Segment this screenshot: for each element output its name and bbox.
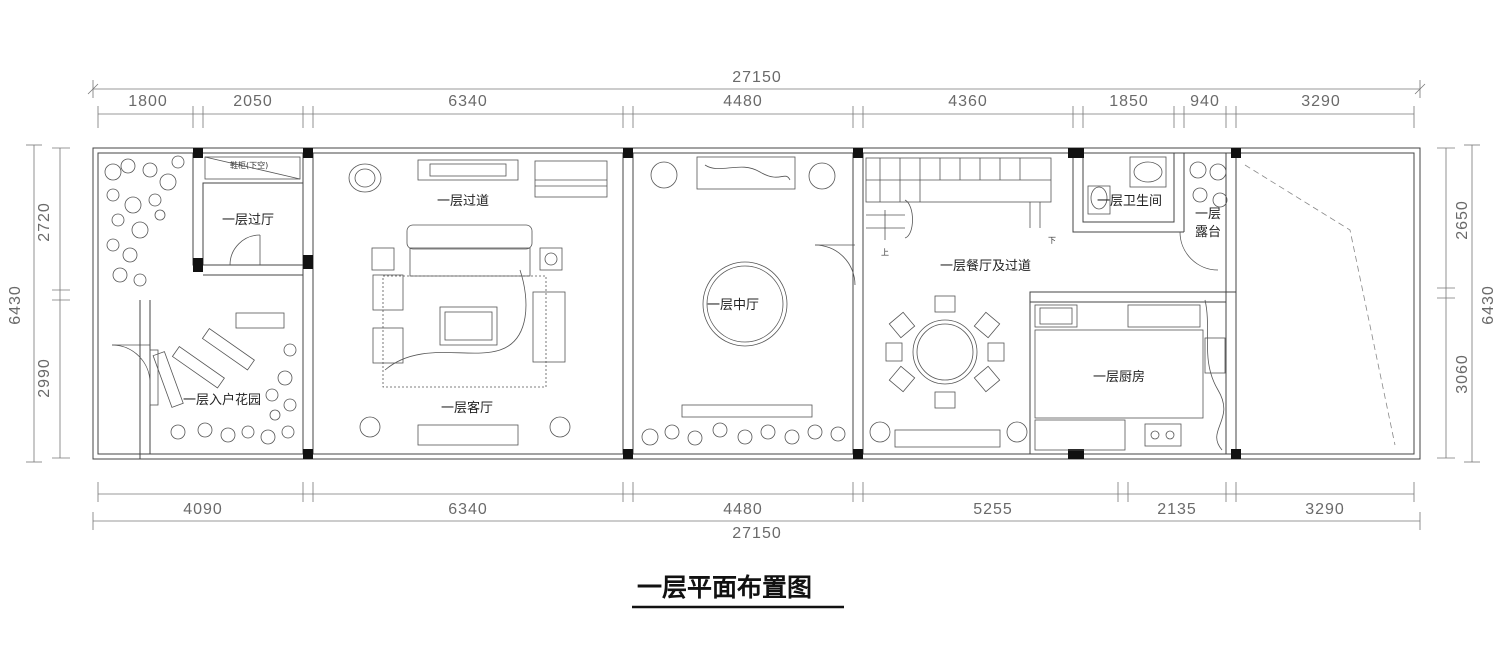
dim-top-0: 1800 [128, 93, 168, 110]
bathroom: 一层卫生间 [1087, 156, 1219, 271]
planter [681, 404, 813, 418]
dim-top-1: 2050 [233, 93, 273, 110]
round-rug [702, 261, 788, 347]
interior-walls [139, 148, 1241, 459]
dim-bottom-3: 5255 [973, 501, 1013, 518]
drawing-title: 一层平面布置图 [637, 573, 812, 602]
room-label-dining: 一层餐厅及过道 [940, 258, 1031, 274]
kitchen: 一层厨房 [1034, 299, 1226, 451]
dim-bottom-0: 4090 [183, 501, 223, 518]
dim-bottom-1: 6340 [448, 501, 488, 518]
side-sofa-right [532, 291, 566, 363]
armchair [348, 163, 382, 193]
entry-garden: 一层入户花园 [104, 155, 297, 445]
right-dimension-chain: 6430 2650 3060 [1437, 144, 1497, 463]
side-sofa-left-1 [372, 274, 404, 311]
dim-right-total: 6430 [1480, 285, 1497, 325]
tv-cabinet [417, 424, 519, 446]
dim-bottom-5: 3290 [1305, 501, 1345, 518]
room-label-living: 一层客厅 [441, 400, 493, 416]
console-table [417, 159, 519, 181]
living-room: 一层过道 一层客厅 [348, 159, 608, 446]
room-label-corridor: 一层过道 [437, 194, 489, 209]
dim-top-4: 4360 [948, 93, 988, 110]
stepping-stones [152, 312, 285, 408]
dim-top-5: 1850 [1109, 93, 1149, 110]
stair-up-label: 上 [881, 248, 889, 257]
bathroom-door-swing[interactable] [1179, 231, 1219, 271]
stair-down-label: 下 [1048, 236, 1056, 245]
left-dimension-chain: 6430 2720 2990 [7, 144, 70, 463]
room-label-garden: 一层入户花园 [183, 392, 261, 408]
dining-chairs [885, 295, 1005, 409]
side-sofa-left-2 [372, 327, 404, 364]
dim-right-1: 3060 [1454, 354, 1471, 394]
appliance [1034, 304, 1078, 328]
garden-plants-bottom [170, 343, 297, 445]
dim-right-0: 2650 [1454, 200, 1471, 240]
room-label-terrace-2: 露台 [1195, 225, 1221, 240]
dim-left-1: 2990 [36, 358, 53, 398]
main-sofa [406, 224, 533, 250]
foyer-door-swing[interactable] [229, 234, 261, 266]
exterior-walls [92, 147, 1421, 460]
dining-area: 上 下 一层餐厅及过道 [814, 157, 1056, 448]
foyer: 鞋柜(下空) 一层过厅 [204, 156, 301, 266]
garden-plants-left [104, 155, 185, 287]
columns [193, 148, 1241, 459]
cooktop [1144, 423, 1182, 447]
sideboard [894, 429, 1001, 448]
wall-art [696, 156, 796, 190]
drawing-title-block: 一层平面布置图 [632, 573, 844, 609]
terrace-outline [1244, 164, 1396, 446]
garden-entry-door[interactable] [111, 344, 159, 406]
room-label-terrace-1: 一层 [1195, 207, 1221, 222]
dining-table [912, 319, 978, 385]
shoe-cabinet [204, 156, 301, 180]
terrace: 一层 露台 [1189, 161, 1228, 240]
kitchen-island [1034, 329, 1204, 419]
shoe-cabinet-label: 鞋柜(下空) [230, 160, 268, 170]
toilet [1087, 185, 1111, 215]
room-label-bathroom: 一层卫生间 [1097, 194, 1162, 209]
piano [534, 160, 608, 198]
room-label-kitchen: 一层厨房 [1093, 369, 1145, 385]
dim-left-total: 6430 [7, 285, 24, 325]
room-label-foyer: 一层过厅 [222, 213, 274, 228]
top-dimension-chain: 27150 1800 2050 6340 4480 4360 1850 940 … [87, 69, 1426, 128]
dim-bottom-total: 27150 [732, 525, 782, 542]
dim-top-2: 6340 [448, 93, 488, 110]
dining-door-swing[interactable] [814, 244, 856, 286]
dim-top-3: 4480 [723, 93, 763, 110]
dim-bottom-2: 4480 [723, 501, 763, 518]
dim-top-6: 940 [1190, 93, 1220, 110]
dim-top-7: 3290 [1301, 93, 1341, 110]
central-hall: 一层中厅 [641, 156, 846, 446]
carpet [382, 275, 547, 388]
basin [1133, 161, 1163, 183]
coffee-table [439, 306, 498, 346]
dim-left-0: 2720 [36, 202, 53, 242]
staircase [865, 157, 1052, 240]
bottom-dimension-chain: 4090 6340 4480 5255 2135 3290 27150 [92, 482, 1421, 542]
sink [1204, 337, 1226, 374]
dim-bottom-4: 2135 [1157, 501, 1197, 518]
room-label-central-hall: 一层中厅 [707, 298, 759, 313]
dim-top-total: 27150 [732, 69, 782, 86]
